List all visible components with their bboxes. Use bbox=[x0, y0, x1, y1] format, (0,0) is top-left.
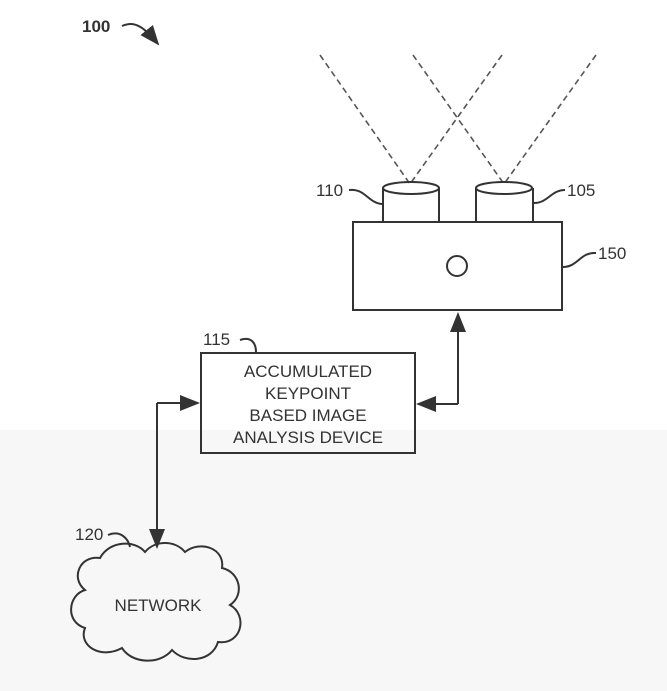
leader-120 bbox=[107, 532, 131, 548]
housing-150 bbox=[352, 221, 563, 311]
device-label: ACCUMULATED KEYPOINT BASED IMAGE ANALYSI… bbox=[233, 362, 383, 447]
ref-label-120: 120 bbox=[75, 525, 103, 544]
leader-150 bbox=[562, 251, 597, 268]
ref-label-105: 105 bbox=[567, 181, 595, 200]
camera-110 bbox=[382, 181, 440, 222]
svg-text:KEYPOINT: KEYPOINT bbox=[265, 384, 351, 403]
svg-text:ANALYSIS DEVICE: ANALYSIS DEVICE bbox=[233, 428, 383, 447]
ref-arrow-100 bbox=[121, 23, 160, 46]
housing-indicator-circle bbox=[446, 255, 468, 277]
ref-label-100: 100 bbox=[82, 17, 110, 36]
ref-label-115: 115 bbox=[203, 330, 230, 349]
svg-text:ACCUMULATED: ACCUMULATED bbox=[244, 362, 372, 381]
leader-105 bbox=[533, 189, 566, 204]
camera-105 bbox=[475, 181, 534, 222]
network-label: NETWORK bbox=[115, 596, 203, 615]
field-of-view-lines bbox=[319, 54, 597, 185]
ref-label-110: 110 bbox=[316, 181, 343, 200]
ref-label-150: 150 bbox=[598, 244, 626, 263]
network-cloud bbox=[70, 542, 242, 662]
leader-115 bbox=[239, 338, 257, 353]
device-115-box bbox=[200, 352, 416, 454]
svg-text:BASED IMAGE: BASED IMAGE bbox=[249, 406, 366, 425]
leader-110 bbox=[348, 188, 383, 205]
